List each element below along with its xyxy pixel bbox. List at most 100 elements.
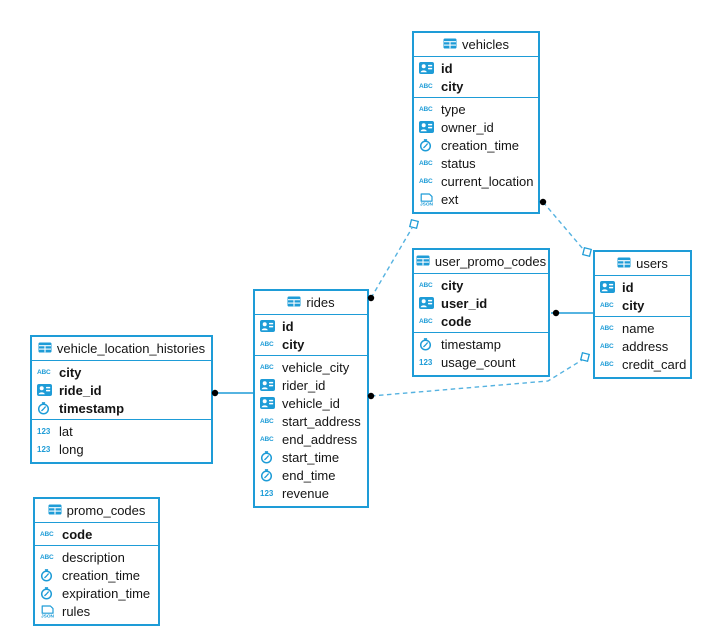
table-name: users <box>636 256 668 271</box>
relation-line <box>370 227 413 299</box>
table-header[interactable]: user_promo_codes <box>414 250 548 274</box>
column-name: start_time <box>282 449 340 465</box>
number-icon: 123 <box>260 488 274 498</box>
table-header[interactable]: users <box>595 252 690 276</box>
column-name: current_location <box>441 173 534 189</box>
text-icon: ABC <box>37 368 51 376</box>
number-icon: 123 <box>37 444 51 454</box>
column-row: creation_time <box>40 566 154 584</box>
column-row: vehicle_id <box>260 394 363 412</box>
text-icon: ABC <box>419 105 433 113</box>
column-name: city <box>282 336 305 352</box>
table-header[interactable]: vehicle_location_histories <box>32 337 211 361</box>
column-row: id <box>600 278 686 296</box>
column-name: code <box>441 313 472 329</box>
table-icon <box>617 256 631 271</box>
table-header[interactable]: promo_codes <box>35 499 158 523</box>
column-row: expiration_time <box>40 584 154 602</box>
json-icon: JSON <box>40 604 57 618</box>
table-header[interactable]: vehicles <box>414 33 538 57</box>
column-row: timestamp <box>419 335 544 353</box>
column-row: ABC start_address <box>260 412 363 430</box>
relation-user_promo_codes-to-users[interactable] <box>551 309 594 317</box>
id-card-icon <box>260 397 277 409</box>
id-card-icon <box>419 121 436 133</box>
table-name: vehicle_location_histories <box>56 341 206 356</box>
column-name: id <box>282 318 294 334</box>
column-name: city <box>441 78 464 94</box>
relation-endpoint-dot <box>539 198 547 206</box>
relation-rides-to-vehicles[interactable] <box>367 218 420 302</box>
column-name: timestamp <box>59 400 125 416</box>
clock-icon <box>419 337 436 351</box>
svg-text:JSON: JSON <box>41 613 55 617</box>
column-name: id <box>441 60 453 76</box>
json-icon: JSON <box>419 192 436 206</box>
text-icon: ABC <box>260 340 274 348</box>
text-icon: ABC <box>260 417 274 425</box>
column-name: vehicle_id <box>282 395 340 411</box>
column-name: status <box>441 155 476 171</box>
relation-vehicle_location_histories-to-rides[interactable] <box>211 389 254 397</box>
column-row: end_time <box>260 466 363 484</box>
column-row: ride_id <box>37 381 207 399</box>
column-row: id <box>419 59 534 77</box>
id-card-icon <box>419 62 436 74</box>
column-row: id <box>260 317 363 335</box>
column-name: address <box>622 338 669 354</box>
clock-icon <box>40 586 57 600</box>
column-name: rider_id <box>282 377 326 393</box>
table-name: user_promo_codes <box>434 254 547 269</box>
svg-text:JSON: JSON <box>420 201 434 205</box>
id-card-icon <box>600 281 617 293</box>
column-name: start_address <box>282 413 361 429</box>
table-name: rides <box>306 295 335 310</box>
column-name: end_address <box>282 431 358 447</box>
text-icon: ABC <box>419 159 433 167</box>
table-name: vehicles <box>462 37 509 52</box>
column-name: timestamp <box>441 336 501 352</box>
id-card-icon <box>37 384 54 396</box>
column-name: city <box>59 364 82 380</box>
id-card-icon <box>260 379 277 391</box>
column-name: credit_card <box>622 356 687 372</box>
column-name: name <box>622 320 655 336</box>
table-icon <box>416 254 430 269</box>
column-name: ext <box>441 191 459 207</box>
text-icon: ABC <box>40 553 54 561</box>
text-icon: ABC <box>260 363 274 371</box>
text-icon: ABC <box>600 301 614 309</box>
column-name: rules <box>62 603 91 619</box>
column-name: long <box>59 441 84 457</box>
column-row: timestamp <box>37 399 207 417</box>
id-card-icon <box>419 297 436 309</box>
id-card-icon <box>260 320 277 332</box>
column-name: description <box>62 549 125 565</box>
column-name: code <box>62 526 93 542</box>
text-icon: ABC <box>600 324 614 332</box>
column-name: lat <box>59 423 73 439</box>
table-name: promo_codes <box>66 503 146 518</box>
table-header[interactable]: rides <box>255 291 367 315</box>
